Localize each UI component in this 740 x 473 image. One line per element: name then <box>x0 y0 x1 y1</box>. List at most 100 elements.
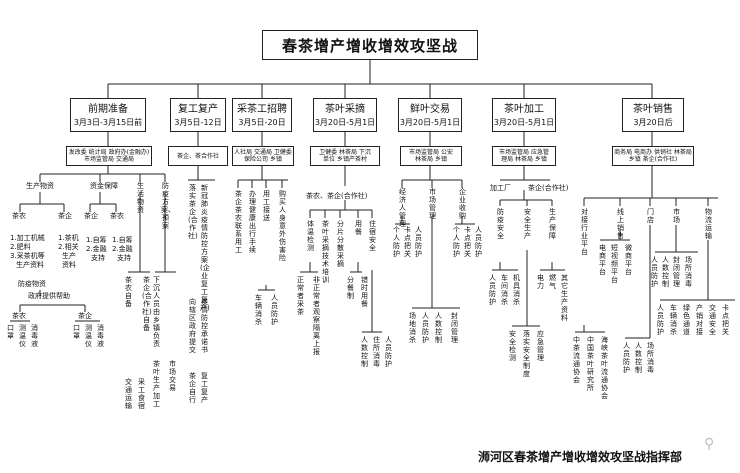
stage-dates: 3月5日-20日 <box>238 117 286 127</box>
fund-ent-item: 支持 <box>91 254 105 262</box>
trade-item: 人数控制 <box>435 312 442 344</box>
stage-resume: 复工复产 3月5日-12日 <box>170 98 226 132</box>
epi-item: 消毒液 <box>97 324 104 348</box>
sales-market: 市场 <box>673 208 680 224</box>
picking-lodging-protect: 人员防护 <box>385 336 392 368</box>
stage-dates: 3月3日-3月15日前 <box>73 117 143 127</box>
resume-v5: 茶企自行 <box>189 372 196 404</box>
supply-item: 采工食宿 <box>138 378 145 410</box>
node-supply: 生活物资 <box>137 182 144 214</box>
plan-item: 市场交易 <box>169 360 176 392</box>
sales-item: 人员防护 <box>651 256 658 288</box>
trade-item: 封闭管理 <box>451 312 458 344</box>
sales-platforms: 对接行业平台 <box>581 208 588 256</box>
picking-normal: 正常者采茶 <box>297 276 304 316</box>
picking-meal: 用餐 <box>355 220 362 236</box>
picking-abnormal: 非正常者观察隔离上报 <box>313 276 320 356</box>
sales-item: 海峡茶叶流通协会 <box>601 336 608 400</box>
sales-item: 场所消毒 <box>647 342 654 374</box>
stage-hiring: 采茶工招聘 3月5日-20日 <box>232 98 292 132</box>
proc-item: 其它生产资料 <box>561 274 568 322</box>
proc-item: 燃气 <box>549 274 556 290</box>
epi-item: 消毒液 <box>31 324 38 348</box>
farmer-item: 3.采茶机等 <box>10 252 45 260</box>
sales-item: 微商平台 <box>625 244 632 276</box>
stage-dates: 3月5日-12日 <box>174 117 222 127</box>
dept-box: 商务局 电商办 供销社 林茶局 乡镇 茶企(合作社) <box>612 146 694 166</box>
stage-dates: 3月20日-5月1日 <box>314 117 376 127</box>
resume-v4: 疫情防控承诺书 <box>201 298 208 354</box>
picking-meal-stagger: 错时用餐 <box>361 276 368 308</box>
sales-item: 中茶流通协会 <box>573 336 580 384</box>
trade-broker: 经济人管理 <box>399 188 406 228</box>
stage-sales: 茶叶销售 3月20日后 <box>622 98 684 132</box>
proc-item: 电力 <box>537 274 544 290</box>
proc-item: 落实安全制度 <box>523 330 530 378</box>
dept-box: 茶企、茶合作社 <box>168 146 228 166</box>
hiring-protect: 人员防护 <box>271 294 278 326</box>
sales-item: 产销对接 <box>696 304 703 336</box>
hiring-health: 办理健康出行手续 <box>249 190 256 254</box>
trade-enterprise: 企业收购 <box>459 188 466 220</box>
trade-item: 人员防护 <box>415 226 422 258</box>
node-fund: 资金保障 <box>90 182 118 190</box>
picking-lodging-count: 人数控制 <box>361 336 368 368</box>
resume-v3: 向辖区政府提交 <box>189 298 196 354</box>
epi-item: 测温仪 <box>85 324 92 348</box>
sales-item: 人员防护 <box>657 304 664 336</box>
stage-dates: 3月20日后 <box>633 117 673 127</box>
stage-picking: 茶叶采摘 3月20日-5月1日 <box>313 98 377 132</box>
node-epi-materials: 防疫物资 <box>18 280 46 288</box>
supply-item: 交通运输 <box>125 378 132 410</box>
ent-item: 1.茶机 <box>58 234 79 242</box>
dept-box: 卫健委 林茶局 下沉 单位 乡镇产茶村 <box>310 146 380 166</box>
sales-item: 卡点把关 <box>722 304 729 336</box>
resume-v1: 新冠肺炎疫情防控方案(企业复工复产) <box>200 184 210 312</box>
sales-store: 门店 <box>647 208 654 224</box>
supply-item: 茶农自备 <box>125 276 132 308</box>
proc-item: 人员防护 <box>489 274 496 306</box>
stage-title: 采茶工招聘 <box>237 103 287 115</box>
proc-item: 应急管理 <box>537 330 544 362</box>
sales-item: 人数控制 <box>635 342 642 374</box>
node-fund-farmer: 茶农 <box>110 212 124 220</box>
ent-item: 资料 <box>62 261 76 269</box>
ent-item: 2.相关 <box>58 243 79 251</box>
watermark-icon: ⚲ <box>704 436 715 452</box>
node-epi-ent: 茶企 <box>78 312 92 320</box>
stage-title: 前期准备 <box>88 103 128 115</box>
stage-prep: 前期准备 3月3日-3月15日前 <box>70 98 146 132</box>
footer-org: 浉河区春茶增产增收增效攻坚战指挥部 <box>478 450 683 464</box>
epi-item: 口罩 <box>73 324 80 340</box>
trade-market: 市场管理 <box>429 188 436 220</box>
trade-item: 场地消杀 <box>409 312 416 344</box>
sales-item: 中国茶叶研究所 <box>587 336 594 392</box>
proc-factory: 加工厂 <box>490 184 511 192</box>
node-tea-farmer: 茶农 <box>12 212 26 220</box>
node-fund-ent: 茶企 <box>84 212 98 220</box>
fund-farmer-item: 2.金融 <box>112 245 133 253</box>
stage-title: 茶叶采摘 <box>325 103 365 115</box>
fund-ent-item: 1.自筹 <box>86 236 107 244</box>
stage-title: 鲜叶交易 <box>410 103 450 115</box>
stage-title: 茶叶销售 <box>633 103 673 115</box>
proc-item: 机具消杀 <box>513 274 520 306</box>
node-gov-help: 政府提供帮助 <box>28 292 70 300</box>
dept-box: 市场监管局 应急管 理局 林茶局 乡镇 <box>492 146 556 166</box>
sales-item: 交通安全 <box>709 304 716 336</box>
farmer-item: 2.肥料 <box>10 243 31 251</box>
stage-dates: 3月20日-5月1日 <box>493 117 555 127</box>
picking-header: 茶农、茶企(合作社) <box>306 192 368 200</box>
fund-ent-item: 2.金融 <box>86 245 107 253</box>
trade-item: 个人防护 <box>453 226 460 258</box>
chart-title: 春茶增产增收增效攻坚战 <box>262 30 478 60</box>
hiring-transport: 用工接送 <box>263 190 270 222</box>
picking-lodging: 住宿安全 <box>369 220 376 252</box>
sales-item: 短视频平台 <box>611 244 618 284</box>
sales-item: 车辆消杀 <box>670 304 677 336</box>
sales-item: 人数控制 <box>662 256 669 288</box>
farmer-item: 生产资料 <box>16 261 44 269</box>
node-tea-ent: 茶企 <box>58 212 72 220</box>
node-epi-farmer: 茶农 <box>12 312 26 320</box>
farmer-item: 1.加工机械 <box>10 234 45 242</box>
